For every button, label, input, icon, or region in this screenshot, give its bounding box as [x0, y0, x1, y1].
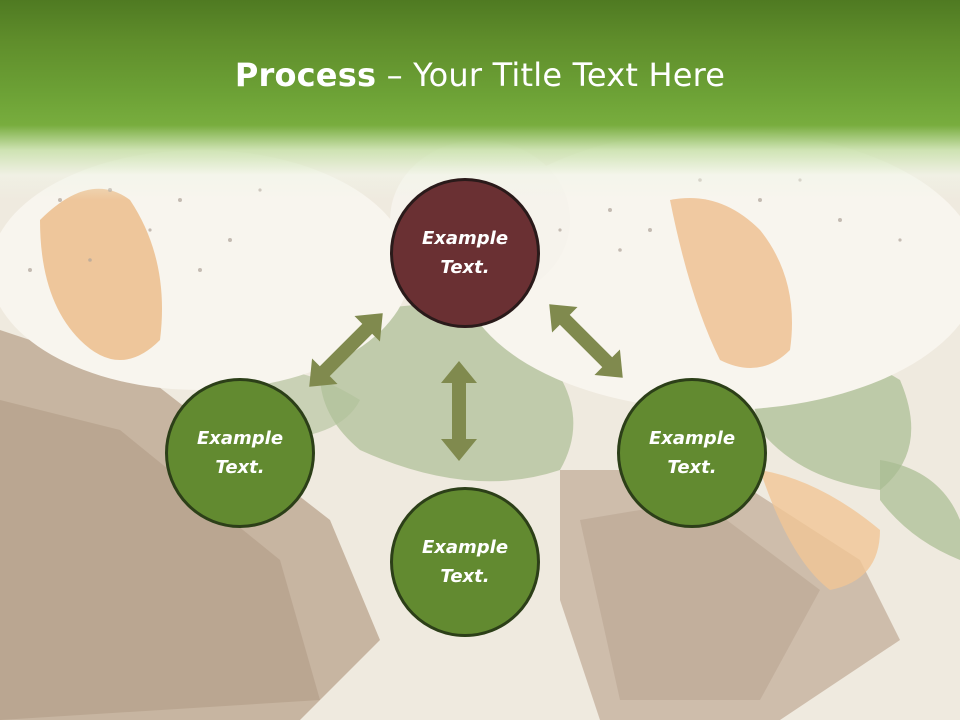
node-bottom-line2: Text.	[440, 566, 490, 587]
node-bottom-line1: Example	[421, 537, 509, 558]
node-right-line2: Text.	[667, 457, 717, 478]
node-top-line2: Text.	[440, 257, 490, 278]
arrow-top-bottom[interactable]	[441, 361, 477, 461]
node-top-line1: Example	[421, 228, 509, 249]
title-rest-text: – Your Title Text Here	[376, 56, 726, 94]
arrow-top-left[interactable]	[297, 301, 396, 400]
node-right-line1: Example	[648, 428, 736, 449]
node-left-line2: Text.	[215, 457, 265, 478]
node-left-line1: Example	[196, 428, 284, 449]
header-band	[0, 0, 960, 200]
arrow-top-right[interactable]	[537, 292, 636, 391]
slide-title[interactable]: Process – Your Title Text Here	[0, 54, 960, 96]
title-bold-text: Process	[234, 56, 377, 94]
